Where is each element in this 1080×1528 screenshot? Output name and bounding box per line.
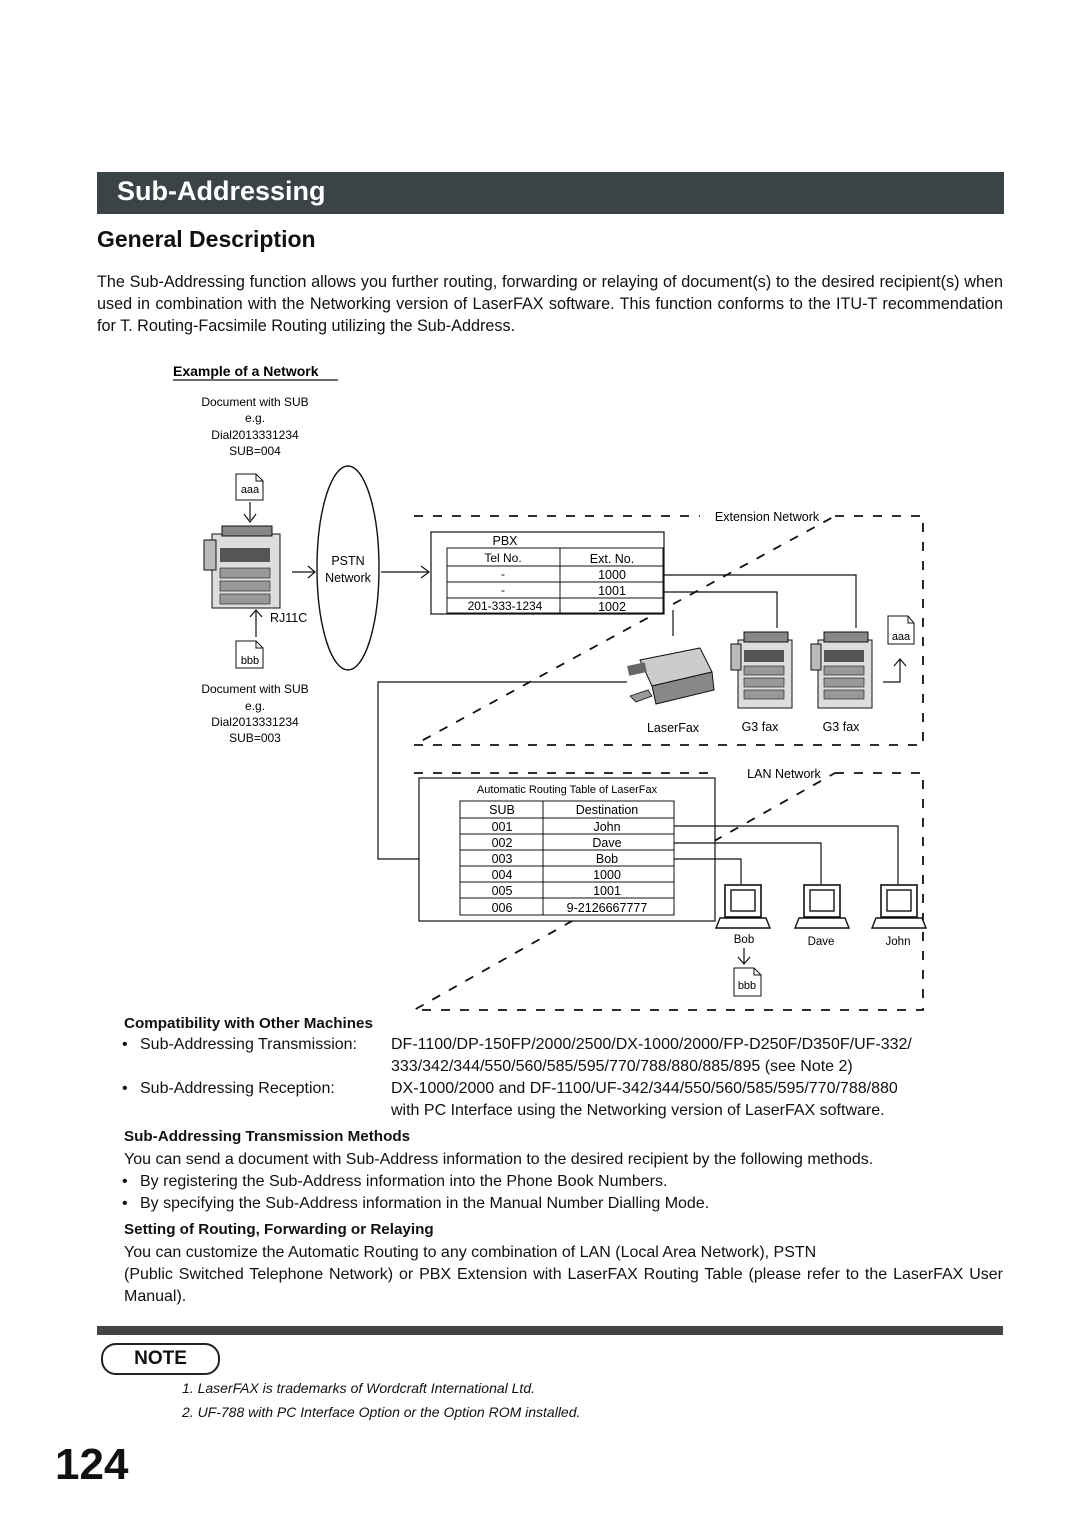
doc-bottom-line: e.g. [245,699,265,713]
doc-bottom-line: Dial2013331234 [211,715,299,729]
compat-title: Compatibility with Other Machines [124,1015,373,1032]
g3-fax-icon [730,631,793,709]
doc-bbb-label: bbb [241,655,259,667]
document-bbb-icon: bbb [235,640,264,669]
g3-fax-icon [810,631,873,709]
document-bbb-icon: bbb [733,967,762,997]
pbx-cell: - [501,583,505,597]
pc-label: Bob [734,934,754,946]
methods-title: Sub-Addressing Transmission Methods [124,1128,411,1145]
pstn-label: Network [325,571,372,585]
ext-device-label: G3 fax [823,720,861,734]
compat-bullet: • [122,1036,128,1053]
rj11c-label: RJ11C [270,611,307,625]
lan-network-box [410,772,924,1011]
pc-computer-icon [714,884,772,929]
note-badge: NOTE [101,1343,220,1375]
compat-bullet: • [122,1080,128,1097]
routing-header: Destination [576,803,639,817]
pstn-network-ellipse [316,465,380,671]
pbx-table: PBX Tel No. Ext. No. - 1000 - 1001 201-3… [430,531,665,615]
banner-title: Sub-Addressing [117,176,326,206]
pbx-header: Ext. No. [590,552,634,566]
routing-cell: 005 [492,884,513,898]
pstn-label: PSTN [331,554,364,568]
diagram-title: Example of a Network [173,363,319,379]
pbx-header: Tel No. [484,551,521,565]
doc-bottom-line: SUB=003 [229,731,281,745]
doc-top-line: Dial2013331234 [211,428,299,442]
extension-network-label: Extension Network [715,510,820,524]
pbx-title: PBX [492,534,518,548]
doc-bbb-label: bbb [738,980,756,992]
network-diagram: Example of a Network Document with SUB e… [173,363,928,1011]
section-title: General Description [97,226,316,252]
document-aaa-icon: aaa [235,473,264,501]
routing-table-title: Automatic Routing Table of LaserFax [477,784,658,796]
ext-device-label: LaserFax [647,721,700,735]
pbx-cell: 1001 [598,584,626,598]
laserfax-machine-icon [627,647,715,705]
methods-text: You can send a document with Sub-Address… [124,1151,874,1168]
note-item: 1. LaserFAX is trademarks of Wordcraft I… [182,1380,536,1396]
pc-label: John [886,936,911,948]
routing-setting-line: (Public Switched Telephone Network) or P… [124,1266,1003,1305]
compat-tx-label: Sub-Addressing Transmission: [140,1036,357,1053]
routing-cell: Dave [592,836,621,850]
routing-cell: John [593,820,620,834]
intro-paragraph: The Sub-Addressing function allows you f… [97,273,1003,335]
note-item: 2. UF-788 with PC Interface Option or th… [182,1404,581,1420]
pc-label: Dave [808,936,835,948]
routing-header: SUB [489,803,515,817]
lan-network-label: LAN Network [747,767,821,781]
routing-cell: 1001 [593,884,621,898]
compat-tx-line: 333/342/344/550/560/585/595/770/788/880/… [391,1058,853,1075]
doc-aaa-label: aaa [892,631,911,643]
methods-item: By specifying the Sub-Address informatio… [140,1195,710,1212]
pc-computer-icon [870,884,928,929]
ext-device-label: G3 fax [742,720,780,734]
routing-cell: 006 [492,901,513,915]
pbx-cell: 1000 [598,568,626,582]
routing-setting-title: Setting of Routing, Forwarding or Relayi… [124,1221,434,1238]
pbx-cell: - [501,567,505,581]
page-number: 124 [55,1440,129,1489]
compat-rx-line: with PC Interface using the Networking v… [391,1102,885,1119]
pbx-cell: 1002 [598,600,626,614]
doc-aaa-label: aaa [241,484,260,496]
doc-bottom-line: Document with SUB [201,682,308,696]
compat-rx-label: Sub-Addressing Reception: [140,1080,335,1097]
note-divider [97,1326,1003,1335]
doc-top-line: Document with SUB [201,395,308,409]
routing-cell: Bob [596,852,618,866]
routing-cell: 1000 [593,868,621,882]
doc-top-line: e.g. [245,411,265,425]
methods-bullet: • [122,1173,128,1190]
doc-top-line: SUB=004 [229,444,281,458]
routing-cell: 9-2126667777 [567,901,648,915]
routing-cell: 004 [492,868,513,882]
extension-network-box [413,515,924,746]
methods-bullet: • [122,1195,128,1212]
pbx-cell: 201-333-1234 [468,599,543,613]
routing-cell: 003 [492,852,513,866]
compat-rx-line: DX-1000/2000 and DF-1100/UF-342/344/550/… [391,1080,898,1097]
routing-table: Automatic Routing Table of LaserFax SUB … [418,777,716,922]
copier-machine-icon [203,525,281,609]
routing-setting-line: You can customize the Automatic Routing … [124,1244,817,1261]
methods-item: By registering the Sub-Address informati… [140,1173,668,1190]
section-banner: Sub-Addressing [97,172,1004,214]
compat-tx-line: DF-1100/DP-150FP/2000/2500/DX-1000/2000/… [391,1036,912,1053]
pc-computer-icon [793,884,851,929]
document-aaa-icon: aaa [887,615,915,645]
routing-cell: 001 [492,820,513,834]
routing-cell: 002 [492,836,513,850]
